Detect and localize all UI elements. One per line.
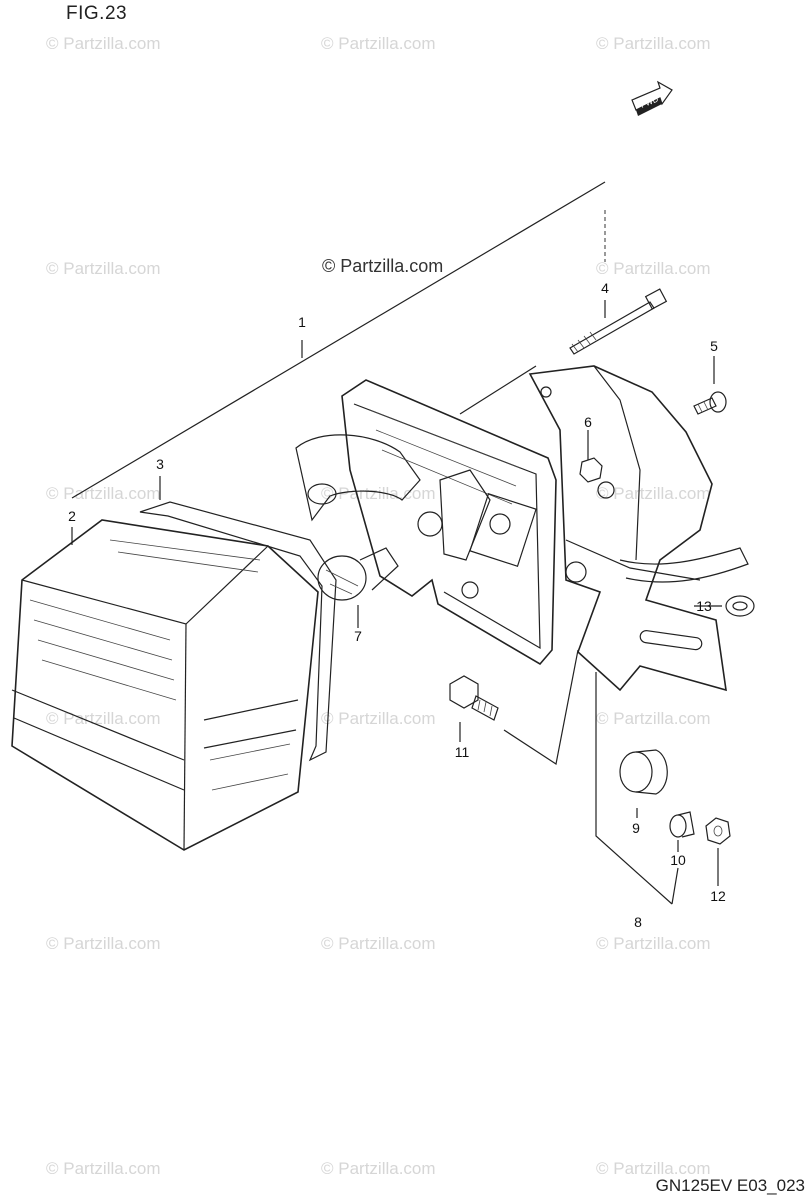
- nut: [705, 817, 731, 845]
- long-bolt: [569, 288, 668, 355]
- callout-3: 3: [156, 456, 164, 472]
- tail-lamp-bracket: [459, 365, 749, 692]
- callout-8: 8: [634, 914, 642, 930]
- screw: [693, 391, 727, 415]
- bolt: [449, 675, 499, 721]
- watermark: © Partzilla.com: [596, 34, 711, 53]
- grommet: [725, 595, 755, 617]
- watermark: © Partzilla.com: [596, 484, 711, 503]
- callout-4: 4: [601, 280, 609, 296]
- callout-2: 2: [68, 508, 76, 524]
- lens-gasket: [139, 501, 337, 762]
- fwd-arrow-icon: FWD: [631, 80, 673, 116]
- watermark: © Partzilla.com: [321, 34, 436, 53]
- watermark: © Partzilla.com: [46, 934, 161, 953]
- callout-7: 7: [354, 628, 362, 644]
- watermark: © Partzilla.com: [596, 259, 711, 278]
- watermark: © Partzilla.com: [596, 709, 711, 728]
- figure-title: FIG.23: [66, 3, 128, 24]
- watermark: © Partzilla.com: [46, 259, 161, 278]
- watermark: © Partzilla.com: [46, 1159, 161, 1178]
- callout-13: 13: [696, 598, 712, 614]
- leader-lines: [71, 181, 722, 905]
- cushion: [619, 749, 668, 795]
- watermark: © Partzilla.com: [46, 709, 161, 728]
- callout-1: 1: [298, 314, 306, 330]
- watermark: © Partzilla.com: [321, 1159, 436, 1178]
- watermark: © Partzilla.com: [596, 934, 711, 953]
- watermark: © Partzilla.com: [321, 709, 436, 728]
- watermark: © Partzilla.com: [596, 1159, 711, 1178]
- watermark: © Partzilla.com: [321, 934, 436, 953]
- tail-lamp-housing: [341, 379, 557, 666]
- watermark: © Partzilla.com: [321, 484, 436, 503]
- collar: [669, 811, 695, 838]
- drawing-code: GN125EV E03_023: [655, 1176, 805, 1195]
- callout-12: 12: [710, 888, 726, 904]
- nut: [579, 457, 603, 483]
- tail-lamp-lens: [11, 519, 319, 851]
- callout-9: 9: [632, 820, 640, 836]
- callout-5: 5: [710, 338, 718, 354]
- watermark-center: © Partzilla.com: [322, 256, 444, 276]
- callout-11: 11: [454, 744, 470, 760]
- watermark: © Partzilla.com: [46, 484, 161, 503]
- callout-10: 10: [670, 852, 686, 868]
- watermark: © Partzilla.com: [46, 34, 161, 53]
- callout-6: 6: [584, 414, 592, 430]
